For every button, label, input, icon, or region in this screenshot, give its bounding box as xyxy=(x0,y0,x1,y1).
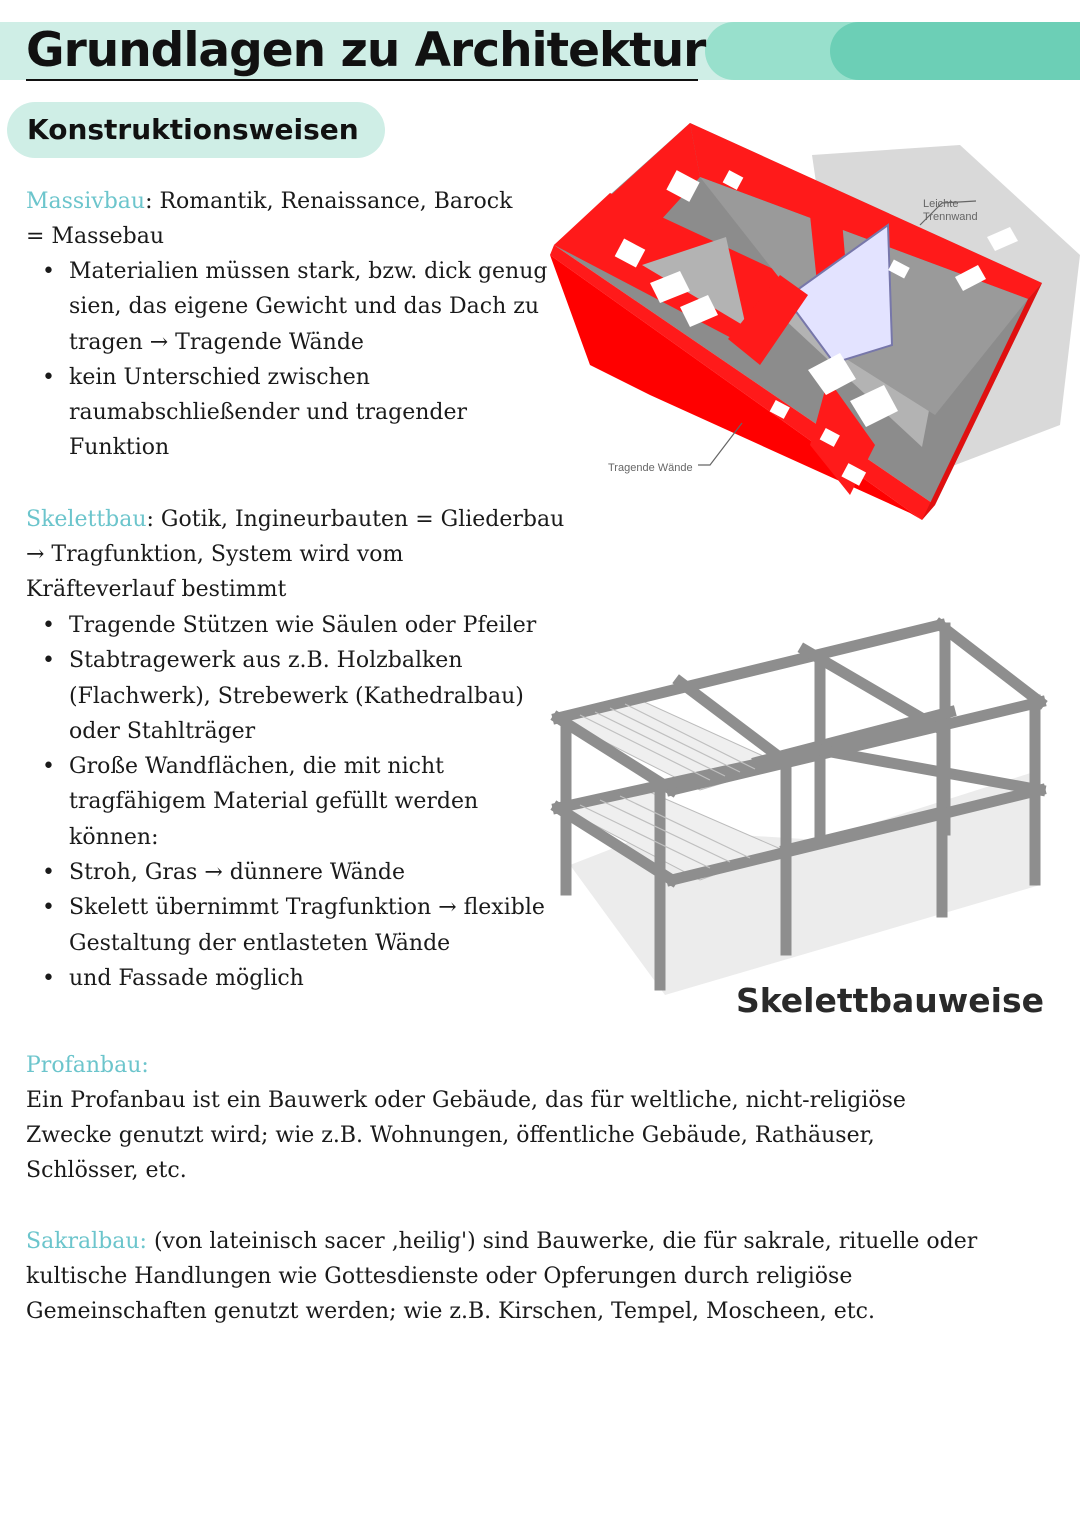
skelettbau-list: Tragende Stützen wie Säulen oder Pfeiler… xyxy=(26,608,545,997)
section-pill: Konstruktionsweisen xyxy=(7,102,385,158)
profanbau-line: Ein Profanbau ist ein Bauwerk oder Gebäu… xyxy=(26,1088,906,1113)
section-title: Konstruktionsweisen xyxy=(27,113,359,146)
page-title: Grundlagen zu Architektur xyxy=(26,23,706,78)
massivbau-heading: Massivbau: Romantik, Renaissance, Barock xyxy=(26,189,513,214)
window-icon xyxy=(769,399,790,419)
skelettbau-line2: → Tragfunktion, System wird vom xyxy=(26,542,404,567)
window-icon xyxy=(722,170,744,190)
sakralbau-term: Sakralbau: xyxy=(26,1229,147,1254)
sakralbau-line: kultische Handlungen wie Gottesdienste o… xyxy=(26,1264,853,1289)
label-tragende-waende: Tragende Wände xyxy=(608,462,693,474)
figure-caption: Skelettbauweise xyxy=(736,981,1044,1020)
title-underline xyxy=(26,79,698,81)
list-item: Stabtragewerk aus z.B. Holzbalken(Flachw… xyxy=(26,643,545,749)
label-leichte-trennwand-2: Trennwand xyxy=(923,211,978,223)
sakralbau-line: Gemeinschaften genutzt werden; wie z.B. … xyxy=(26,1299,875,1324)
list-item: Tragende Stützen wie Säulen oder Pfeiler xyxy=(26,608,545,644)
window-icon xyxy=(819,427,840,447)
window-icon xyxy=(666,170,700,202)
title-band xyxy=(0,22,1080,80)
skelettbau-illustration: Skelettbauweise xyxy=(550,617,1048,1020)
skelettbau-heading: Skelettbau: Gotik, Ingineurbauten = Glie… xyxy=(26,507,565,532)
list-item: Skelett übernimmt Tragfunktion → flexibl… xyxy=(26,890,545,961)
window-icon xyxy=(614,238,646,268)
massivbau-subline: = Massebau xyxy=(26,224,165,249)
massivbau-list: Materialien müssen stark, bzw. dick genu… xyxy=(26,254,547,466)
sakralbau-heading: Sakralbau: (von lateinisch sacer ‚heilig… xyxy=(26,1229,978,1254)
profanbau-term: Profanbau: xyxy=(26,1053,149,1078)
list-item: und Fassade möglich xyxy=(26,961,545,997)
list-item: Materialien müssen stark, bzw. dick genu… xyxy=(26,254,547,360)
profanbau-line: Zwecke genutzt wird; wie z.B. Wohnungen,… xyxy=(26,1123,875,1148)
profanbau-line: Schlösser, etc. xyxy=(26,1158,187,1183)
label-leichte-trennwand-1: Leichte xyxy=(923,198,958,210)
window-icon xyxy=(841,463,867,486)
list-item: Stroh, Gras → dünnere Wände xyxy=(26,855,545,891)
list-item: Große Wandflächen, die mit nichttragfähi… xyxy=(26,749,545,855)
skelettbau-line3: Kräfteverlauf bestimmt xyxy=(26,577,287,602)
massivbau-term: Massivbau xyxy=(26,189,146,214)
list-item: kein Unterschied zwischenraumabschließen… xyxy=(26,360,547,466)
skelettbau-term: Skelettbau xyxy=(26,507,147,532)
massivbau-illustration: Leichte Trennwand Tragende Wände xyxy=(550,123,1080,520)
